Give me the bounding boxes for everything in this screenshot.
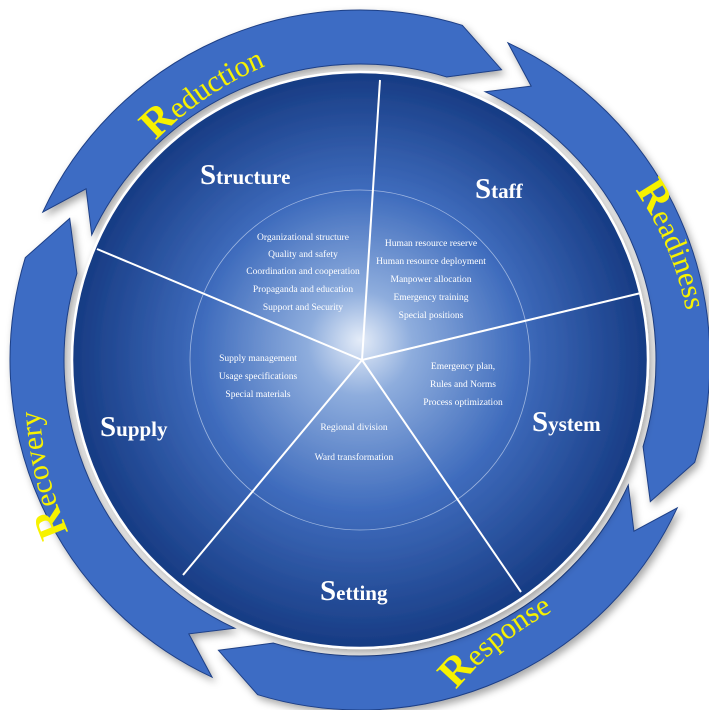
structure-item: Quality and safety [268,249,338,260]
sector-title-setting: Setting [320,575,388,607]
sector-title-structure: Structure [200,159,290,191]
staff-item: Special positions [399,311,464,321]
staff-item: Human resource deployment [376,257,486,267]
system-item: Rules and Norms [430,380,496,390]
sector-title-staff: Staff [475,173,524,205]
divider-line [361,359,522,593]
setting-item: Ward transformation [315,452,394,463]
structure-item: Organizational structure [257,233,349,243]
structure-item: Coordination and cooperation [246,267,360,277]
system-items: Emergency plan, Rules and Norms Process … [423,362,503,408]
staff-item: Emergency training [393,293,468,303]
divider-line [96,248,363,361]
system-item: Process optimization [423,398,503,408]
setting-item: Regional division [320,423,388,433]
staff-item: Manpower allocation [391,275,472,285]
staff-item: Human resource reserve [385,239,477,249]
sector-dividers [96,79,642,593]
supply-items: Supply management Usage specifications S… [219,354,298,400]
sector-title-supply: Supply [100,411,168,443]
supply-item: Special materials [225,390,290,400]
supply-item: Usage specifications [219,371,298,382]
divider-line [361,79,381,361]
supply-item: Supply management [219,354,297,364]
ring-segment-recovery [9,217,237,679]
ring-segment-response [217,483,679,710]
system-item: Emergency plan, [431,362,495,372]
divider-line [361,292,642,361]
structure-item: Support and Security [263,303,343,313]
staff-items: Human resource reserve Human resource de… [376,239,486,321]
sector-title-system: System [532,406,601,438]
ring-segment-readiness [483,41,709,503]
divider-line [182,359,363,576]
inner-circle [189,189,531,531]
setting-items: Regional division Ward transformation [315,423,394,463]
ring-segment-reduction [41,9,503,237]
structure-items: Organizational structure Quality and saf… [246,233,360,313]
structure-item: Propaganda and education [253,285,353,295]
outer-ring [9,9,709,710]
